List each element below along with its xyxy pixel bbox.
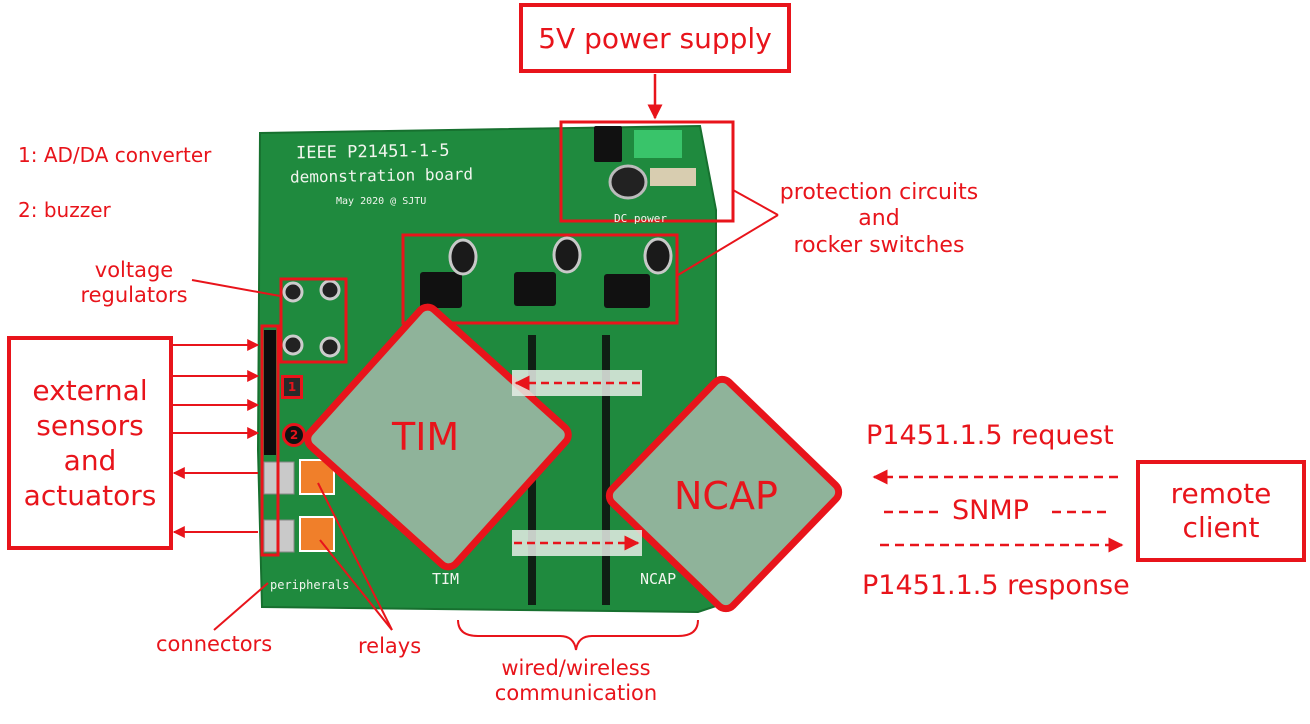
rocker-cap-2 — [552, 236, 582, 274]
rocker-cap-1 — [448, 238, 478, 276]
external-line-3: and — [63, 444, 117, 477]
dc-fuse — [650, 168, 696, 186]
board-tim-silk: TIM — [432, 570, 460, 588]
external-box: external sensors and actuators — [7, 336, 173, 550]
response-label: P1451.1.5 response — [862, 570, 1130, 601]
communication-brace — [457, 619, 699, 651]
request-label: P1451.1.5 request — [866, 420, 1114, 451]
connector-box — [260, 324, 280, 557]
protection-label: protection circuits and rocker switches — [774, 180, 984, 259]
regulators-label: voltage regulators — [78, 258, 190, 308]
regulators-line-2: regulators — [80, 283, 188, 308]
tim-module — [304, 303, 572, 571]
external-line-2: sensors — [36, 409, 144, 442]
board-title-1: IEEE P21451-1-5 — [295, 140, 450, 164]
protection-pointer-2 — [677, 214, 779, 276]
marker-adda-label: 1 — [287, 380, 297, 394]
regulators-line-1: voltage — [94, 258, 174, 282]
dc-switch — [594, 126, 622, 162]
remote-client-line-2: client — [1182, 511, 1260, 544]
legend-item-1: 1: AD/DA converter — [18, 143, 212, 167]
communication-line-1: wired/wireless — [501, 656, 651, 680]
reg-cap-2 — [319, 279, 341, 301]
ncap-label: NCAP — [674, 474, 778, 518]
marker-buzzer-label: 2 — [289, 428, 299, 442]
tim-label: TIM — [392, 415, 460, 459]
remote-client-line-1: remote — [1170, 477, 1272, 511]
snmp-label: SNMP — [952, 495, 1029, 526]
regulator-pointer — [191, 279, 281, 297]
communication-line-2: communication — [494, 681, 658, 706]
remote-client-box: remote client — [1136, 460, 1306, 562]
rocker-switch-2 — [514, 272, 556, 306]
connectors-label: connectors — [156, 632, 273, 656]
switch-area-box — [401, 233, 679, 325]
legend-item-2: 2: buzzer — [18, 198, 111, 222]
rocker-switch-1 — [420, 272, 462, 308]
marker-adda: 1 — [281, 375, 303, 399]
reg-cap-3 — [282, 334, 304, 356]
rocker-switch-3 — [604, 274, 650, 308]
dc-terminal — [634, 130, 682, 158]
relays-pointer-1 — [317, 482, 393, 631]
external-line-1: external — [32, 374, 148, 407]
relays-pointer-2 — [319, 539, 393, 631]
protection-line-3: rocker switches — [793, 232, 965, 258]
rail-right — [602, 335, 610, 605]
power-supply-box: 5V power supply — [519, 3, 791, 73]
reg-cap-4 — [319, 336, 341, 358]
power-area-box — [559, 120, 735, 223]
power-supply-label: 5V power supply — [538, 21, 772, 55]
protection-line-1: protection circuits — [779, 180, 979, 205]
marker-buzzer: 2 — [282, 423, 306, 447]
communication-label: wired/wireless communication — [478, 656, 674, 706]
header-strip — [264, 330, 276, 455]
board-date: May 2020 @ SJTU — [336, 196, 427, 207]
board-peripherals-silk: peripherals — [270, 578, 350, 592]
protection-line-2: and — [858, 206, 900, 232]
dc-capacitor — [608, 164, 648, 200]
board-ncap-silk: NCAP — [640, 570, 677, 588]
protection-pointer-1 — [732, 189, 779, 216]
connectors-pointer — [213, 582, 269, 631]
ncap-module — [605, 375, 843, 613]
relays-label: relays — [358, 634, 422, 658]
board-dc-power: DC power — [614, 212, 667, 225]
rocker-cap-3 — [643, 237, 673, 275]
relay-2 — [299, 516, 335, 552]
external-line-4: actuators — [23, 479, 157, 512]
regulator-box — [279, 277, 348, 364]
board-title-2: demonstration board — [289, 164, 474, 187]
reg-cap-1 — [282, 281, 304, 303]
